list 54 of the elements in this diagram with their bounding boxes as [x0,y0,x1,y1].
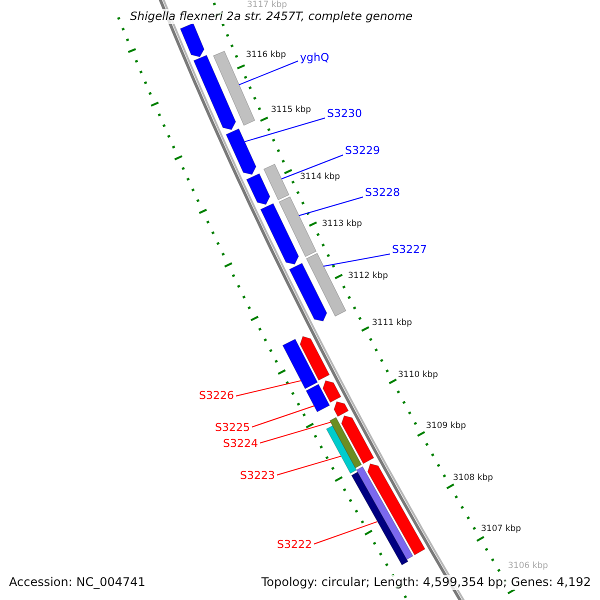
gene-name: S3222 [277,538,312,551]
leader-line [281,154,344,180]
scale-label: 3115 kbp [271,105,312,115]
scale-label: 3108 kbp [453,473,494,483]
scale-label: 3109 kbp [426,421,466,431]
scale-label: 3110 kbp [398,370,438,380]
gene-feature [260,203,299,265]
leader-line [238,60,298,86]
gene-bar [278,196,317,257]
leader-line [314,521,378,544]
scale-label: 3106 kbp [508,561,548,571]
scale-label: 3116 kbp [246,50,286,60]
leader-line [244,118,326,142]
gene-name: S3227 [392,243,427,256]
gene-feature [193,54,236,130]
gene-feature [246,173,270,205]
scale-label: 3113 kbp [322,219,362,229]
gene-name: S3226 [199,389,234,402]
gene-name: yghQ [300,51,330,64]
leader-line [323,254,390,267]
leader-line [236,380,302,396]
gene-bar [326,425,357,474]
scale-label: 3111 kbp [372,318,412,328]
gene-feature [322,380,342,403]
leader-line [252,405,315,428]
scale-label: 3112 kbp [348,271,388,281]
gene-feature [226,128,256,175]
genome-info-text: Topology: circular; Length: 4,599,354 bp; Genes: 4,192 [261,575,591,590]
gene-name: S3230 [327,107,362,120]
scale-label: 3107 kbp [481,524,522,534]
gene-bar [329,417,362,468]
accession-text: Accession: NC_004741 [9,575,146,590]
scale-label: 3114 kbp [300,172,340,182]
gene-feature [300,336,330,381]
scale-label: 3117 kbp [247,0,288,10]
gene-name: S3224 [223,437,258,450]
gene-feature [180,22,204,58]
gene-bar [306,384,330,412]
gene-name: S3225 [215,421,250,434]
gene-bar [356,466,414,560]
leader-line [298,196,364,216]
gene-feature [341,415,374,464]
gene-bar [282,338,318,390]
gene-feature [334,401,349,417]
gene-name: S3223 [240,469,275,482]
gene-feature [289,262,328,322]
gene-bar [306,252,346,317]
gene-name: S3228 [365,186,400,199]
gene-feature [367,463,426,556]
gene-bar [263,164,290,200]
leader-line [276,456,342,476]
gene-name: S3229 [345,144,380,157]
gene-bar [351,472,408,566]
leader-line [260,422,332,444]
